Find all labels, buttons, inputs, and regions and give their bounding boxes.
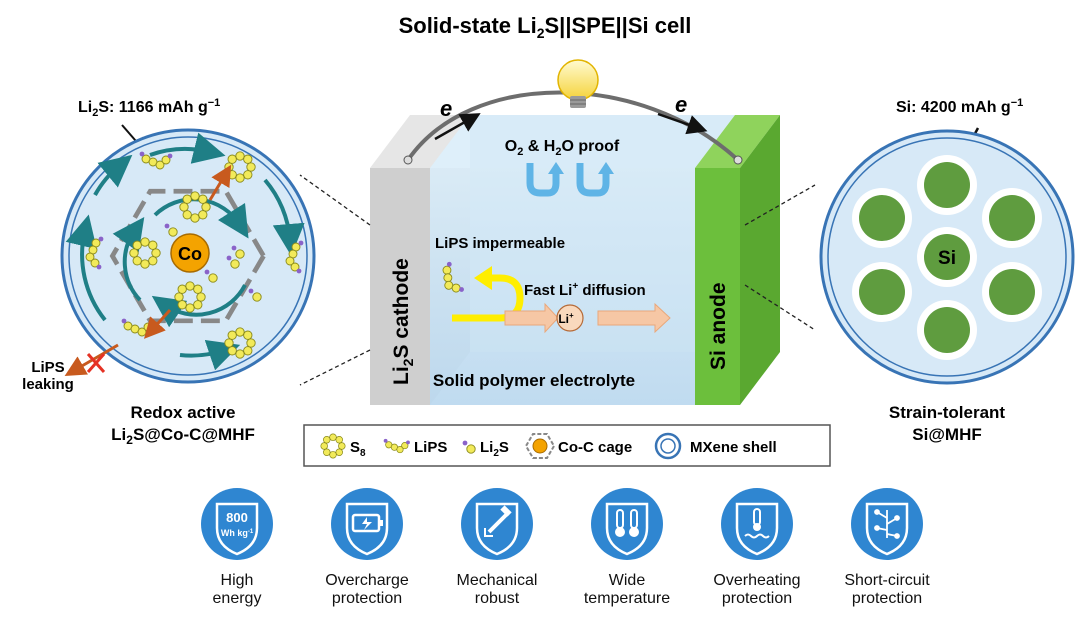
lips-leaking-label-1: LiPS bbox=[31, 359, 64, 376]
li-ion bbox=[556, 304, 584, 332]
battery-charge-icon bbox=[351, 513, 383, 533]
cathode-caption-2: Li2S@Co-C@MHF bbox=[111, 425, 255, 447]
cathode-label: Li2S cathode bbox=[390, 258, 416, 385]
svg-text:MXene shell: MXene shell bbox=[690, 439, 777, 456]
diffusion-arrow-left bbox=[504, 302, 559, 334]
anode-side bbox=[740, 115, 780, 405]
cathode-top-face bbox=[370, 115, 470, 168]
anode-label: Si anode bbox=[707, 282, 730, 370]
electrolyte-body bbox=[430, 168, 695, 405]
feature-overheating bbox=[721, 488, 793, 560]
light-bulb-icon bbox=[557, 59, 599, 108]
anode-caption-2: Si@MHF bbox=[912, 425, 981, 444]
cathode-slab bbox=[370, 168, 430, 405]
circuit-icon bbox=[874, 509, 900, 539]
anode-top-face bbox=[695, 115, 780, 168]
solid-state-cell: e e O2 & H2O proof LiPS impermeable Fast… bbox=[370, 59, 780, 405]
svg-text:Si: Si bbox=[938, 248, 956, 269]
svg-text:Co-C cage: Co-C cage bbox=[558, 439, 632, 456]
svg-text:LiPS: LiPS bbox=[414, 439, 447, 456]
legend-item-co-c-cage bbox=[524, 433, 556, 459]
feature-mechanical bbox=[461, 488, 533, 560]
electrolyte-back bbox=[470, 115, 735, 352]
feature-short-circuit bbox=[851, 488, 923, 560]
diffusion-label: Fast Li+ diffusion bbox=[524, 281, 646, 299]
cathode-caption-1: Redox active bbox=[131, 403, 236, 422]
blocked-x-icon bbox=[86, 353, 106, 373]
legend: S8 LiPS Li2S Co-C cage MXene shell bbox=[303, 424, 831, 467]
svg-text:S8: S8 bbox=[350, 439, 366, 459]
page-title: Solid-state Li2S||SPE||Si cell bbox=[399, 13, 692, 41]
cathode-capacity: Li2S: 1166 mAh g−1 bbox=[78, 97, 220, 119]
cathode-zoom-panel: Li2S: 1166 mAh g−1 Co bbox=[22, 97, 316, 447]
anode-caption-1: Strain-tolerant bbox=[889, 403, 1006, 422]
feature-wide-temperature bbox=[591, 488, 663, 560]
electrolyte-top bbox=[430, 115, 735, 168]
feature-high-energy: 800 Wh kg-1 bbox=[201, 488, 273, 560]
heat-wave-icon bbox=[744, 508, 770, 539]
cobalt-core bbox=[170, 233, 210, 273]
anode-capacity: Si: 4200 mAh g−1 bbox=[896, 97, 1023, 116]
electron-label-right: e bbox=[675, 92, 687, 117]
reflect-arrows-icon bbox=[526, 162, 614, 197]
hammer-crack-icon bbox=[484, 505, 512, 537]
anode-zoom-panel: Si: 4200 mAh g−1 Si Strain-tolerant Si@M… bbox=[819, 97, 1075, 444]
svg-text:Li2S: Li2S bbox=[480, 439, 509, 459]
electron-label-left: e bbox=[440, 96, 452, 121]
electrolyte-label: Solid polymer electrolyte bbox=[433, 371, 635, 390]
proof-label: O2 & H2O proof bbox=[505, 138, 620, 158]
legend-item-mxene-shell bbox=[654, 432, 682, 460]
si-particles bbox=[852, 155, 1042, 360]
feature-overcharge bbox=[331, 488, 403, 560]
anode-slab bbox=[695, 168, 740, 405]
svg-text:800: 800 bbox=[226, 510, 248, 525]
diffusion-arrow-right bbox=[597, 302, 671, 334]
feature-row: 800 Wh kg-1 bbox=[201, 488, 923, 560]
lips-impermeable-label: LiPS impermeable bbox=[435, 235, 565, 252]
lips-leaking-label-2: leaking bbox=[22, 376, 74, 393]
co-c-cage bbox=[109, 188, 267, 324]
thermometer-icon bbox=[615, 509, 639, 537]
svg-text:Co: Co bbox=[178, 244, 202, 264]
svg-text:Li+: Li+ bbox=[558, 311, 574, 326]
svg-text:Wh kg-1: Wh kg-1 bbox=[221, 528, 254, 538]
